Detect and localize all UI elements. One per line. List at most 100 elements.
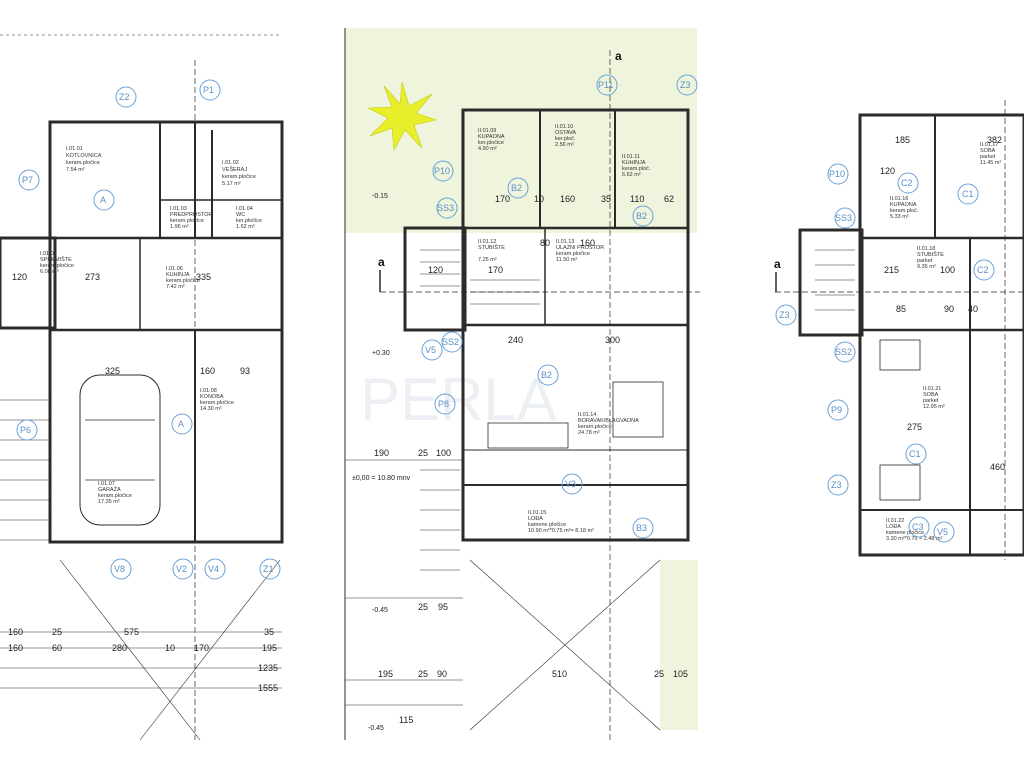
room-code: II.01.16 xyxy=(890,196,908,202)
right-outer-wall xyxy=(858,113,1024,557)
dimension: 325 xyxy=(105,366,120,376)
room-code: I.01.04 xyxy=(236,206,253,212)
dining-table xyxy=(612,381,664,438)
room-area: 2.56 m² xyxy=(555,142,574,148)
dimension: 160 xyxy=(8,643,23,653)
dimension: 120 xyxy=(880,166,895,176)
dimension: 100 xyxy=(940,265,955,275)
marker-label: P6 xyxy=(20,425,31,435)
level-mark: -0.15 xyxy=(372,193,388,200)
marker-label: B2 xyxy=(541,370,552,380)
left-markers xyxy=(16,79,281,580)
room-area: 5.33 m² xyxy=(890,214,909,220)
section-marker: a xyxy=(774,257,781,271)
room-floor: ker.pločice xyxy=(236,218,262,224)
marker-label: P7 xyxy=(22,175,33,185)
dimension: 35 xyxy=(264,627,274,637)
dimension: 1555 xyxy=(258,683,278,693)
marker-label: Z2 xyxy=(119,92,130,102)
dimension: 195 xyxy=(262,643,277,653)
room-floor: keram.pločice xyxy=(170,218,204,224)
dimension: 10 xyxy=(165,643,175,653)
marker-label: B2 xyxy=(511,183,522,193)
marker-label: V3 xyxy=(565,479,576,489)
room-code: I.01.08 xyxy=(200,388,217,394)
left-annex-wall xyxy=(0,236,57,330)
dimension: 335 xyxy=(196,272,211,282)
room-name: GARAŽA xyxy=(98,485,121,493)
room-name: SOBA xyxy=(923,392,939,398)
dimension: 25 xyxy=(418,448,428,458)
room-code: I.01.07 xyxy=(98,481,115,487)
dimension: 105 xyxy=(673,669,688,679)
dimension: 195 xyxy=(378,669,393,679)
room-floor: kamene pločice xyxy=(528,522,566,528)
dimension: 120 xyxy=(12,272,27,282)
room-area: 6.08 m² xyxy=(40,269,59,275)
room-floor: ker.ploč. xyxy=(555,136,576,142)
dimension: 170 xyxy=(495,194,510,204)
room-code: II.01.17 xyxy=(980,142,998,148)
dimension: 80 xyxy=(540,238,550,248)
marker-label: P11 xyxy=(598,80,613,90)
dimension: 35 xyxy=(601,194,611,204)
room-floor: keram.pločice xyxy=(98,493,132,499)
dimension: 273 xyxy=(85,272,100,282)
room-area: 7.25 m² xyxy=(478,257,497,263)
dimension: 25 xyxy=(418,669,428,679)
marker-label: V5 xyxy=(425,345,436,355)
dimension: 90 xyxy=(944,304,954,314)
dimension: 160 xyxy=(200,366,215,376)
marker-label: P9 xyxy=(831,405,842,415)
garden-strip xyxy=(660,560,698,730)
dimension: 190 xyxy=(374,448,389,458)
left-outer-wall xyxy=(48,120,284,544)
right-room-labels: II.01.17 SOBA parket 11.45 m² II.01.16 K… xyxy=(886,142,1001,542)
room-name: SPREMIŠTE xyxy=(40,256,72,263)
room-code: I.01.05 xyxy=(40,251,57,257)
room-floor: keram.pločice xyxy=(166,278,200,284)
dimension: 60 xyxy=(52,643,62,653)
room-name: OSTAVA xyxy=(555,130,576,136)
room-area: 9.35 m² xyxy=(917,264,936,270)
dimension: 300 xyxy=(605,335,620,345)
room-code: I.01.06 xyxy=(166,266,183,272)
bed xyxy=(879,339,921,371)
left-dimensions: 120 273 335 325 160 93 160 25 575 35 160… xyxy=(8,272,278,693)
room-code: I.01.01 xyxy=(66,146,83,152)
marker-label: V5 xyxy=(937,527,948,537)
dimension: 382 xyxy=(987,135,1002,145)
level-mark: +0.30 xyxy=(372,350,390,357)
dimension: 160 xyxy=(8,627,23,637)
room-floor: keram.pločice xyxy=(66,160,100,166)
room-floor: keram.ploč. xyxy=(622,166,651,172)
room-code: II.01.22 xyxy=(886,518,904,524)
car-outline xyxy=(79,374,161,526)
dimension: 100 xyxy=(436,448,451,458)
left-marker-labels: Z2 P1 P7 A P6 A V8 V2 V4 Z1 xyxy=(20,85,274,574)
room-code: II.01.09 xyxy=(478,128,496,134)
room-area: 4.90 m² xyxy=(478,146,497,152)
room-area: 5.17 m² xyxy=(222,181,241,187)
marker-label: V8 xyxy=(114,564,125,574)
room-area: 7.54 m² xyxy=(66,167,85,173)
room-area: 12.95 m² xyxy=(923,404,945,410)
room-floor: parket xyxy=(923,398,939,404)
marker-label: C2 xyxy=(977,265,989,275)
room-code: II.01.10 xyxy=(555,124,573,130)
middle-marker-labels: P11 Z3 P10 B2 SS3 B2 V5 SS2 B2 P8 V3 B3 xyxy=(425,80,691,533)
dimension: 120 xyxy=(428,265,443,275)
room-floor: keram.pločice xyxy=(556,251,590,257)
dimension: 160 xyxy=(560,194,575,204)
dimension: 90 xyxy=(437,669,447,679)
level-mark: -0.45 xyxy=(368,725,384,732)
room-code: II.01.13 xyxy=(556,239,574,245)
dimension: 25 xyxy=(52,627,62,637)
marker-label: SS2 xyxy=(835,347,852,357)
marker-label: Z3 xyxy=(831,480,842,490)
dimension: 510 xyxy=(552,669,567,679)
marker-label: P10 xyxy=(829,169,845,179)
dimension: 62 xyxy=(664,194,674,204)
room-floor: parket xyxy=(980,154,996,160)
